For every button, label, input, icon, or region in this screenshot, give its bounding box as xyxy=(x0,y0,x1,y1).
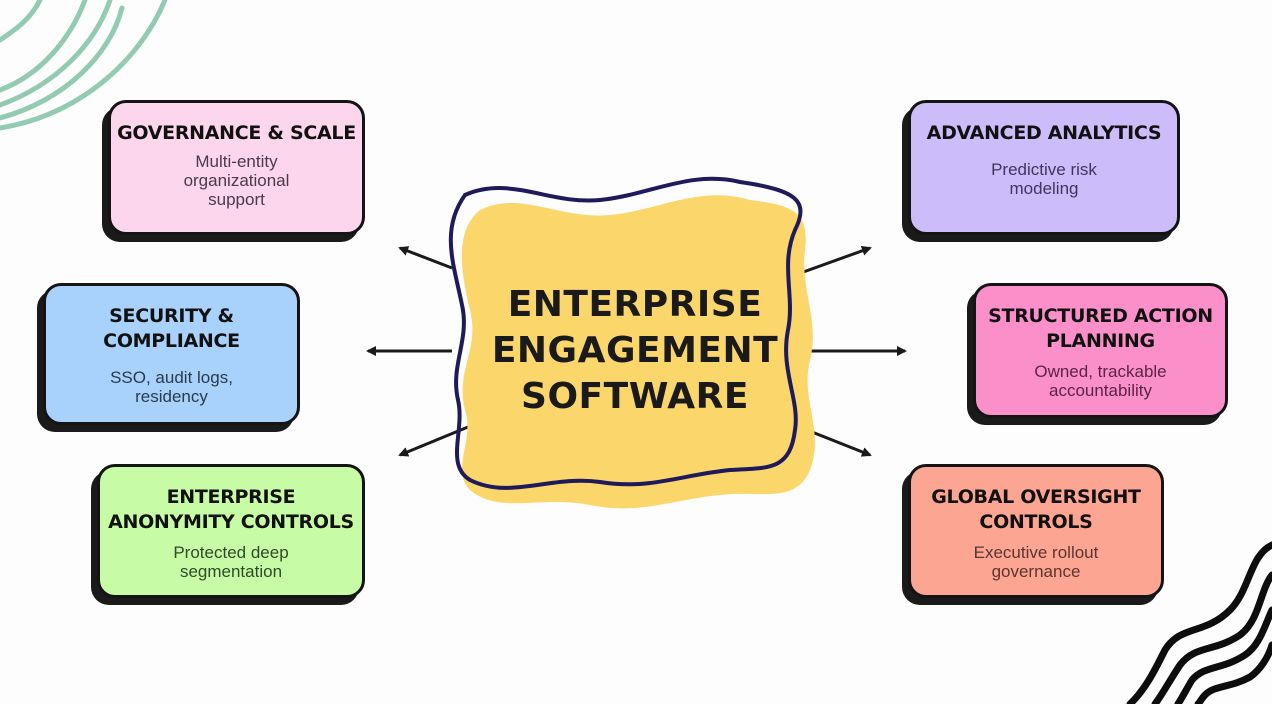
card-global-oversight: GLOBAL OVERSIGHT CONTROLS Executive roll… xyxy=(908,464,1164,598)
card-description: Executive rollout governance xyxy=(973,543,1099,581)
card-description: Protected deep segmentation xyxy=(173,543,289,581)
card-governance-scale: GOVERNANCE & SCALE Multi-entity organiza… xyxy=(108,100,365,235)
card-title: GLOBAL OVERSIGHT CONTROLS xyxy=(931,486,1141,533)
card-description: Predictive risk modeling xyxy=(991,160,1097,198)
decorative-green-curves-icon xyxy=(0,0,168,131)
card-security-compliance: SECURITY & COMPLIANCE SSO, audit logs, r… xyxy=(43,283,300,425)
card-title: GOVERNANCE & SCALE xyxy=(117,122,356,144)
card-enterprise-anonymity: ENTERPRISE ANONYMITY CONTROLS Protected … xyxy=(97,464,365,598)
decorative-black-waves-icon xyxy=(1126,541,1272,704)
center-title: ENTERPRISE ENGAGEMENT SOFTWARE xyxy=(491,284,779,417)
card-description: Multi-entity organizational support xyxy=(183,152,290,209)
card-title: ADVANCED ANALYTICS xyxy=(926,122,1162,144)
card-title: STRUCTURED ACTION PLANNING xyxy=(988,305,1213,352)
center-blob-fill xyxy=(461,195,815,509)
center-blob-outline xyxy=(448,176,803,490)
card-advanced-analytics: ADVANCED ANALYTICS Predictive risk model… xyxy=(908,100,1180,235)
card-structured-action-planning: STRUCTURED ACTION PLANNING Owned, tracka… xyxy=(973,283,1228,418)
card-description: SSO, audit logs, residency xyxy=(110,368,233,406)
card-title: SECURITY & COMPLIANCE xyxy=(103,305,240,352)
center-blob xyxy=(448,176,815,509)
card-description: Owned, trackable accountability xyxy=(1034,362,1167,400)
card-title: ENTERPRISE ANONYMITY CONTROLS xyxy=(108,486,354,533)
